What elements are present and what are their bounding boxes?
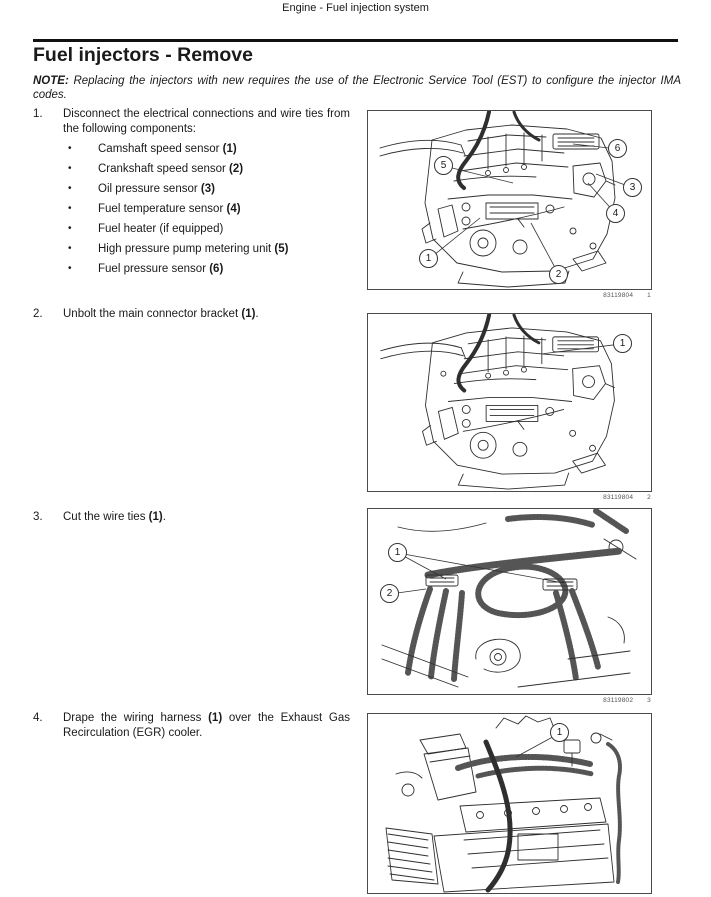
list-item: • Crankshaft speed sensor (2) — [63, 162, 350, 177]
step-number: 3. — [33, 511, 43, 523]
callout-6: 6 — [608, 139, 627, 158]
list-item-text: Fuel temperature sensor — [98, 202, 227, 215]
step-number: 2. — [33, 308, 43, 320]
list-item-ref: (4) — [226, 202, 241, 215]
step-3: 3. Cut the wire ties (1). — [33, 510, 350, 525]
note-text: Replacing the injectors with new require… — [33, 75, 681, 101]
callout-4: 4 — [606, 204, 625, 223]
step-text: Disconnect the electrical connections an… — [63, 107, 350, 136]
step-text-post: . — [162, 511, 166, 523]
step-ref: (1) — [208, 712, 223, 724]
list-item-text: Crankshaft speed sensor — [98, 162, 230, 175]
figure-code: 83119804 — [603, 292, 634, 299]
list-item: • High pressure pump metering unit (5) — [63, 242, 350, 257]
list-item-ref: (2) — [229, 162, 244, 175]
list-item: • Fuel heater (if equipped) — [63, 222, 350, 237]
step-text: Unbolt the main connector bracket (1). — [63, 307, 350, 322]
bullet-icon: • — [68, 162, 72, 174]
figure-code: 83119804 — [603, 494, 634, 501]
engine-illustration — [368, 111, 634, 289]
step-text-main: Cut the wire ties — [63, 511, 149, 523]
running-header: Engine - Fuel injection system — [282, 2, 429, 14]
figure-caption: 83119804 1 — [603, 292, 651, 299]
note-label: NOTE: — [33, 75, 69, 87]
list-item-ref: (5) — [274, 242, 289, 255]
list-item-text: High pressure pump metering unit — [98, 242, 275, 255]
figure-number: 1 — [647, 292, 651, 299]
step-text-main: Disconnect the electrical connections an… — [63, 108, 350, 135]
list-item-text: Camshaft speed sensor — [98, 142, 223, 155]
title-rule — [33, 39, 678, 42]
figure-code: 83119802 — [603, 697, 634, 704]
callout-2: 2 — [380, 584, 399, 603]
step-2: 2. Unbolt the main connector bracket (1)… — [33, 307, 350, 322]
step-text-post: . — [255, 308, 259, 320]
figure-number: 3 — [647, 697, 651, 704]
step-text-post: over the Exhaust Gas Recirculation (EGR)… — [63, 712, 350, 739]
step-text: Drape the wiring harness (1) over the Ex… — [63, 711, 350, 740]
step-number: 4. — [33, 712, 43, 724]
step-text-main: Unbolt the main connector bracket — [63, 308, 242, 320]
list-item-ref: (3) — [200, 182, 215, 195]
figure-caption: 83119802 3 — [603, 697, 651, 704]
figure-3: 1 2 83119802 3 — [367, 508, 652, 704]
step-ref: (1) — [148, 511, 163, 523]
bullet-icon: • — [68, 262, 72, 274]
list-item-text: Fuel pressure sensor — [98, 262, 210, 275]
step-number: 1. — [33, 108, 43, 120]
callout-1: 1 — [388, 543, 407, 562]
list-item-text: Oil pressure sensor — [98, 182, 201, 195]
figure-4: 1 — [367, 713, 652, 894]
figure-2: 1 83119804 2 — [367, 313, 652, 501]
step-text-main: Drape the wiring harness — [63, 712, 209, 724]
figure-1: 1 2 3 4 5 6 83119804 1 — [367, 110, 652, 299]
callout-2: 2 — [549, 265, 568, 284]
step-ref: (1) — [241, 308, 256, 320]
callout-1: 1 — [613, 334, 632, 353]
list-item: • Fuel temperature sensor (4) — [63, 202, 350, 217]
component-list: • Camshaft speed sensor (1) • Crankshaft s… — [63, 142, 350, 277]
bullet-icon: • — [68, 222, 72, 234]
note-paragraph: NOTE: Replacing the injectors with new r… — [33, 74, 681, 102]
wiring-harness-illustration — [381, 509, 637, 688]
list-item-text: Fuel heater (if equipped) — [98, 222, 224, 235]
list-item: • Camshaft speed sensor (1) — [63, 142, 350, 157]
callout-5: 5 — [434, 156, 453, 175]
figure-caption: 83119804 2 — [603, 494, 651, 501]
step-4: 4. Drape the wiring harness (1) over the… — [33, 711, 350, 740]
list-item: • Fuel pressure sensor (6) — [63, 262, 350, 277]
step-1: 1. Disconnect the electrical connections… — [33, 107, 350, 276]
page-title: Fuel injectors - Remove — [33, 44, 253, 66]
figure-number: 2 — [647, 494, 651, 501]
engine-illustration — [368, 314, 623, 491]
bullet-icon: • — [68, 242, 72, 254]
list-item-ref: (6) — [209, 262, 224, 275]
callout-3: 3 — [623, 178, 642, 197]
list-item: • Oil pressure sensor (3) — [63, 182, 350, 197]
list-item-ref: (1) — [222, 142, 237, 155]
bullet-icon: • — [68, 202, 72, 214]
bullet-icon: • — [68, 182, 72, 194]
step-text: Cut the wire ties (1). — [63, 510, 350, 525]
engine-top-illustration — [385, 715, 622, 893]
callout-1: 1 — [550, 723, 569, 742]
bullet-icon: • — [68, 142, 72, 154]
callout-1: 1 — [419, 249, 438, 268]
